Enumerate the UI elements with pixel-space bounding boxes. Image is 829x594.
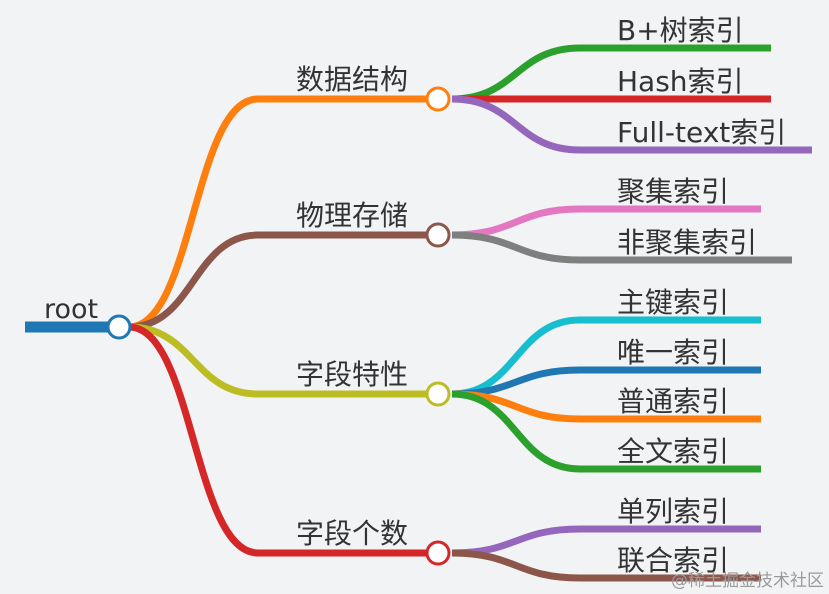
mindmap-links: [25, 44, 812, 582]
mindmap-nodes: [106, 86, 451, 566]
leaf-label-3-4: 全文索引: [617, 435, 729, 468]
leaf-label-3-3: 普通索引: [617, 385, 729, 418]
root-node[interactable]: [106, 314, 132, 340]
leaf-link-3-4: [451, 390, 761, 473]
leaf-label-3-2: 唯一索引: [617, 336, 729, 369]
branch-label-2: 物理存储: [296, 199, 408, 232]
branch-link-1: [125, 95, 442, 331]
branch-node-3[interactable]: [425, 381, 451, 407]
leaf-link-4-2: [451, 549, 761, 582]
leaf-link-2-2: [451, 231, 792, 264]
branch-link-4: [125, 323, 442, 557]
leaf-link-1-3: [451, 95, 812, 154]
branch-label-3: 字段特性: [296, 358, 408, 391]
watermark: @稀土掘金技术社区: [671, 571, 824, 591]
leaf-label-4-1: 单列索引: [617, 495, 729, 528]
root-label: root: [44, 294, 98, 325]
branch-label-1: 数据结构: [296, 63, 408, 96]
leaf-label-2-1: 聚集索引: [617, 175, 729, 208]
branch-link-3: [125, 323, 442, 398]
leaf-label-1-3: Full-text索引: [617, 116, 786, 149]
leaf-label-1-2: Hash索引: [617, 65, 744, 98]
branch-node-2[interactable]: [425, 222, 451, 248]
branch-node-1[interactable]: [425, 86, 451, 112]
branch-node-4[interactable]: [425, 540, 451, 566]
leaf-label-4-2: 联合索引: [617, 544, 729, 577]
leaf-label-3-1: 主键索引: [617, 286, 729, 319]
leaf-label-1-1: B+树索引: [617, 14, 744, 47]
branch-link-2: [125, 231, 442, 331]
branch-label-4: 字段个数: [296, 517, 408, 550]
leaf-label-2-2: 非聚集索引: [617, 226, 757, 259]
